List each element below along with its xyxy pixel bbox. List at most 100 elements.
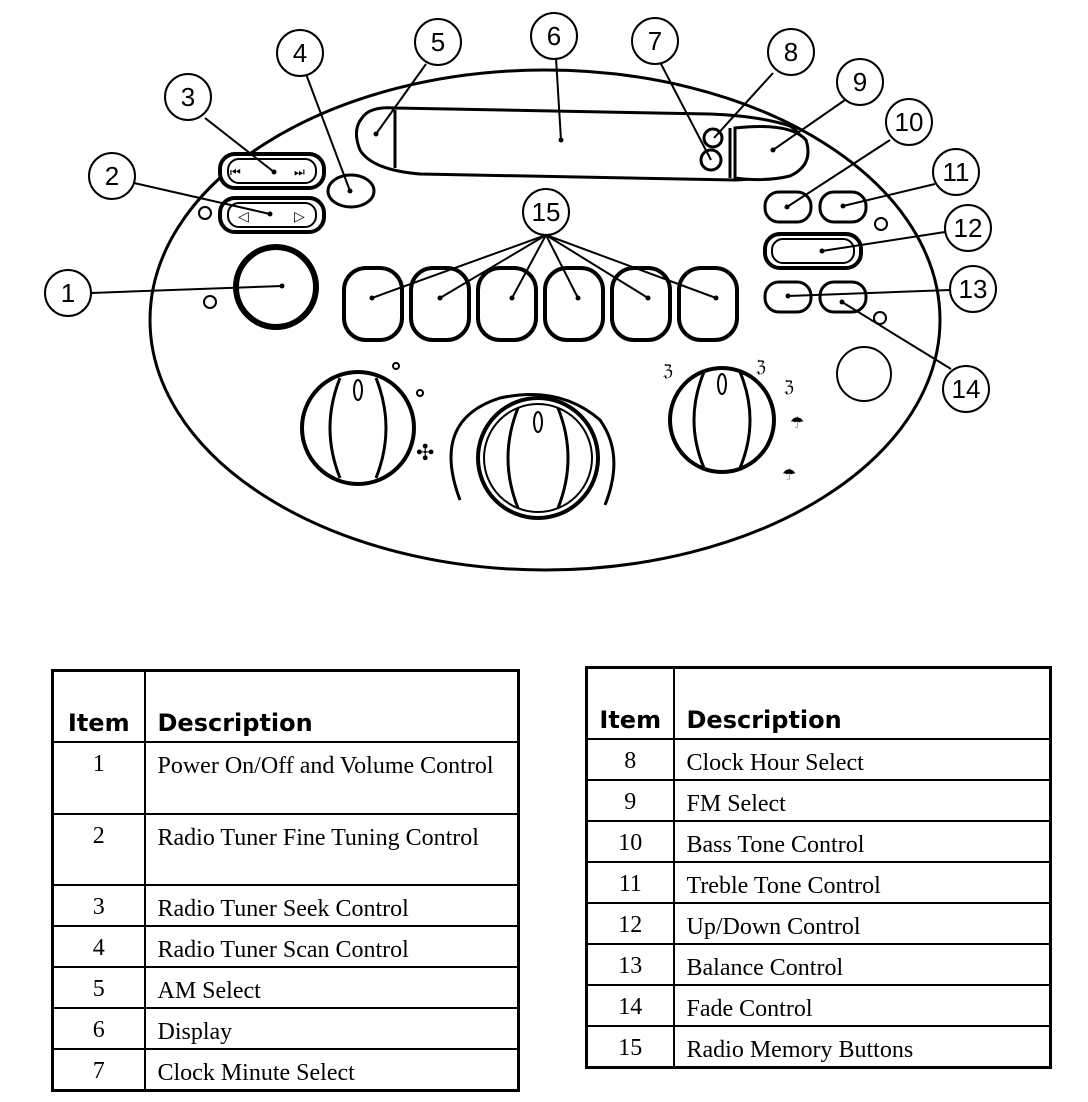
table-row: 5 AM Select bbox=[51, 965, 520, 1009]
item-header: Item bbox=[51, 669, 146, 743]
item-number: 2 bbox=[51, 812, 146, 886]
item-description: Radio Memory Buttons bbox=[672, 1024, 1052, 1068]
svg-text:10: 10 bbox=[895, 107, 924, 137]
fade-button[interactable] bbox=[818, 280, 868, 314]
svg-text:7: 7 bbox=[648, 26, 662, 56]
item-description: Display bbox=[143, 1006, 520, 1050]
table-row: 7 Clock Minute Select bbox=[51, 1047, 520, 1091]
memory-button[interactable] bbox=[543, 266, 605, 342]
callout-6: 6 bbox=[530, 12, 578, 60]
item-description: Clock Hour Select bbox=[672, 737, 1052, 781]
item-number: 7 bbox=[51, 1047, 146, 1091]
airflow-mode-icons: ℨ ℨ ℨ ☂ ☂ bbox=[663, 357, 804, 484]
item-number: 10 bbox=[585, 819, 675, 863]
svg-text:4: 4 bbox=[293, 38, 307, 68]
svg-text:15: 15 bbox=[532, 197, 561, 227]
callout-2: 2 bbox=[88, 152, 136, 200]
callout-5: 5 bbox=[414, 18, 462, 66]
svg-text:13: 13 bbox=[959, 274, 988, 304]
svg-text:ℨ: ℨ bbox=[756, 357, 766, 376]
item-number: 8 bbox=[585, 737, 675, 781]
callout-11: 11 bbox=[932, 148, 980, 196]
svg-text:6: 6 bbox=[547, 21, 561, 51]
table-row: 2 Radio Tuner Fine Tuning Control bbox=[51, 812, 520, 886]
callout-1: 1 bbox=[44, 269, 92, 317]
legend-table-left: Item Description 1 Power On/Off and Volu… bbox=[51, 669, 520, 1092]
table-row: 14 Fade Control bbox=[585, 983, 1052, 1027]
callout-13: 13 bbox=[949, 265, 997, 313]
table-row: 11 Treble Tone Control bbox=[585, 860, 1052, 904]
callouts: 1 2 3 4 5 6 7 8 9 10 11 12 13 14 15 bbox=[44, 12, 997, 413]
table-row: 8 Clock Hour Select bbox=[585, 737, 1052, 781]
svg-text:2: 2 bbox=[105, 161, 119, 191]
callout-15: 15 bbox=[522, 188, 570, 236]
callout-14: 14 bbox=[942, 365, 990, 413]
item-number: 11 bbox=[585, 860, 675, 904]
legend-table-right: Item Description 8 Clock Hour Select 9 F… bbox=[585, 666, 1052, 1069]
table-row: 6 Display bbox=[51, 1006, 520, 1050]
callout-10: 10 bbox=[885, 98, 933, 146]
description-header: Description bbox=[672, 666, 1052, 740]
callout-9: 9 bbox=[836, 58, 884, 106]
fan-icon: ✣ bbox=[416, 441, 434, 466]
table-row: 3 Radio Tuner Seek Control bbox=[51, 883, 520, 927]
callout-3: 3 bbox=[164, 73, 212, 121]
table-row: 13 Balance Control bbox=[585, 942, 1052, 986]
memory-button[interactable] bbox=[409, 266, 471, 342]
item-description: Fade Control bbox=[672, 983, 1052, 1027]
svg-text:ℨ: ℨ bbox=[784, 377, 794, 396]
callout-4: 4 bbox=[276, 29, 324, 77]
svg-text:1: 1 bbox=[61, 278, 75, 308]
fan-speed-knob[interactable] bbox=[300, 370, 416, 486]
up-down-button[interactable] bbox=[763, 232, 863, 270]
item-number: 12 bbox=[585, 901, 675, 945]
svg-text:5: 5 bbox=[431, 27, 445, 57]
memory-button[interactable] bbox=[677, 266, 739, 342]
description-header: Description bbox=[143, 669, 520, 743]
item-number: 14 bbox=[585, 983, 675, 1027]
blank-knob bbox=[836, 346, 892, 402]
item-description: Balance Control bbox=[672, 942, 1052, 986]
item-description: Radio Tuner Seek Control bbox=[143, 883, 520, 927]
item-description: AM Select bbox=[143, 965, 520, 1009]
item-number: 3 bbox=[51, 883, 146, 927]
callout-7: 7 bbox=[631, 17, 679, 65]
arrow-left-icon: ◁ bbox=[238, 209, 249, 225]
item-number: 1 bbox=[51, 740, 146, 815]
item-number: 6 bbox=[51, 1006, 146, 1050]
fast-forward-icon: ⏭ bbox=[294, 165, 305, 179]
arrow-right-icon: ▷ bbox=[294, 209, 305, 225]
item-description: Radio Tuner Fine Tuning Control bbox=[143, 812, 520, 886]
svg-text:9: 9 bbox=[853, 67, 867, 97]
item-number: 15 bbox=[585, 1024, 675, 1068]
airflow-mode-knob[interactable] bbox=[668, 366, 776, 474]
table-row: 4 Radio Tuner Scan Control bbox=[51, 924, 520, 968]
item-number: 13 bbox=[585, 942, 675, 986]
memory-buttons bbox=[342, 266, 739, 342]
item-number: 4 bbox=[51, 924, 146, 968]
item-number: 5 bbox=[51, 965, 146, 1009]
temperature-knob[interactable] bbox=[449, 392, 616, 520]
item-description: Clock Minute Select bbox=[143, 1047, 520, 1091]
item-description: FM Select bbox=[672, 778, 1052, 822]
svg-text:ℨ: ℨ bbox=[663, 361, 673, 380]
table-row: 1 Power On/Off and Volume Control bbox=[51, 740, 520, 815]
fm-button[interactable] bbox=[733, 125, 810, 182]
memory-button[interactable] bbox=[476, 266, 538, 342]
item-description: Bass Tone Control bbox=[672, 819, 1052, 863]
svg-text:8: 8 bbox=[784, 37, 798, 67]
memory-button[interactable] bbox=[610, 266, 672, 342]
item-description: Up/Down Control bbox=[672, 901, 1052, 945]
item-description: Power On/Off and Volume Control bbox=[143, 740, 520, 815]
table-row: 12 Up/Down Control bbox=[585, 901, 1052, 945]
item-number: 9 bbox=[585, 778, 675, 822]
item-description: Radio Tuner Scan Control bbox=[143, 924, 520, 968]
svg-text:11: 11 bbox=[943, 157, 970, 187]
svg-text:☂: ☂ bbox=[790, 413, 804, 432]
callout-12: 12 bbox=[944, 204, 992, 252]
svg-text:☂: ☂ bbox=[782, 465, 796, 484]
rewind-icon: ⏮ bbox=[230, 165, 241, 179]
radio-control-panel-diagram: ⏮ ⏭ ◁ ▷ ✣ bbox=[44, 12, 997, 572]
table-row: 10 Bass Tone Control bbox=[585, 819, 1052, 863]
memory-button[interactable] bbox=[342, 266, 404, 342]
